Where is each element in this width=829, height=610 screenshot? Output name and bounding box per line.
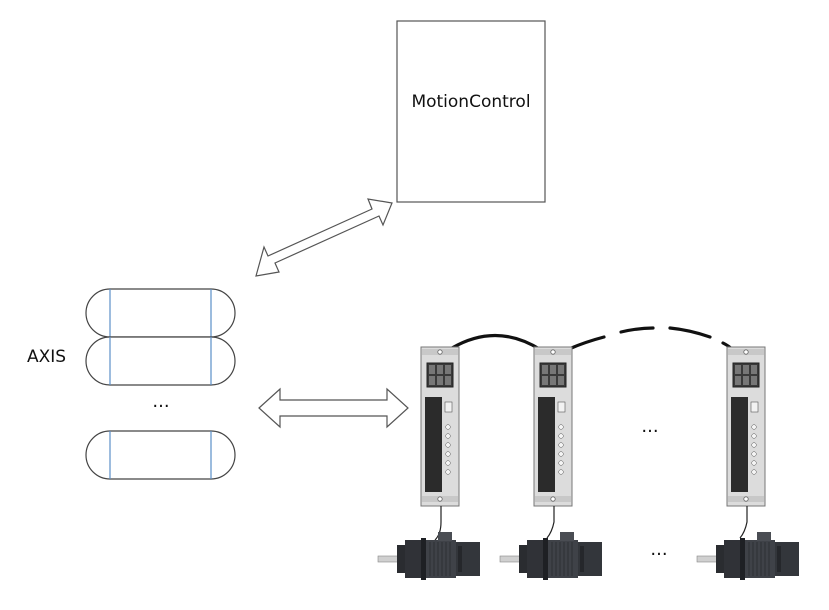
motion-control-box <box>396 20 546 203</box>
axis-capsule <box>85 288 236 338</box>
axis-capsule <box>85 336 236 386</box>
servo-motors: ··· <box>377 531 800 581</box>
axis-ellipsis: ··· <box>152 396 169 417</box>
axis-to-drives-arrow <box>258 387 409 429</box>
drive-ellipsis: ··· <box>641 421 658 442</box>
motion-control-block: MotionControl <box>396 20 546 203</box>
servo-drives: ··· <box>420 346 766 507</box>
motor-ellipsis: ··· <box>650 544 667 565</box>
servo-motor <box>499 531 603 581</box>
motor-cable <box>546 506 555 539</box>
servo-drive <box>420 346 460 507</box>
motor-cable <box>739 506 748 539</box>
axis-stack: ··· <box>85 288 236 480</box>
servo-motor <box>377 531 481 581</box>
axis-label: AXIS <box>27 347 66 367</box>
motor-cable <box>434 506 442 541</box>
servo-drive <box>726 346 766 507</box>
axis-capsule <box>85 430 236 480</box>
drive-bus-cable <box>450 326 735 352</box>
motion-control-label: MotionControl <box>411 92 530 112</box>
servo-drive <box>533 346 573 507</box>
servo-motor <box>696 531 800 581</box>
axis-to-motion-control-arrow <box>255 198 393 277</box>
motor-cables <box>434 506 748 541</box>
